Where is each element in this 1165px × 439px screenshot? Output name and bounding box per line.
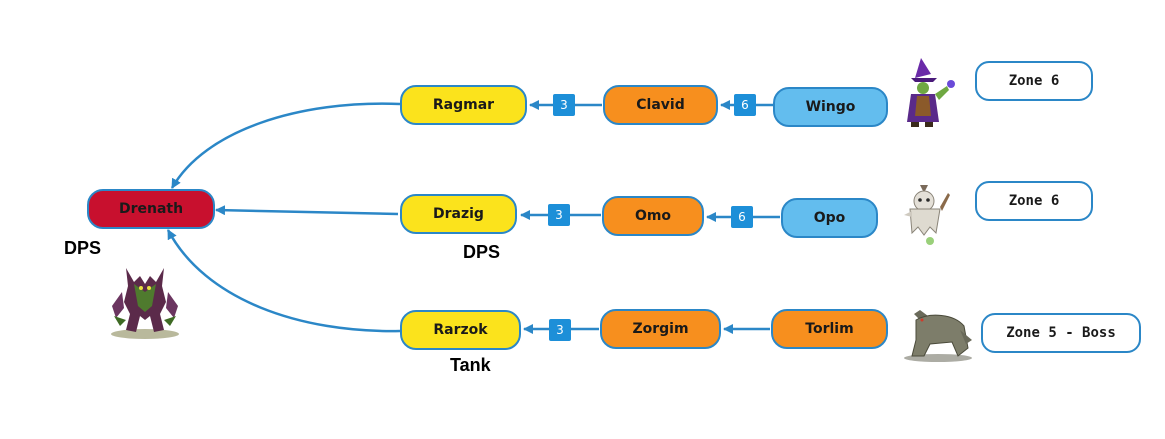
edge-count-badge: 3: [548, 204, 570, 226]
node-clavid[interactable]: Clavid: [603, 85, 718, 125]
node-wingo[interactable]: Wingo: [773, 87, 888, 127]
node-rarzok[interactable]: Rarzok: [400, 310, 521, 350]
node-torlim[interactable]: Torlim: [771, 309, 888, 349]
node-zorgim[interactable]: Zorgim: [600, 309, 721, 349]
wizard-sprite-icon: [907, 58, 955, 127]
zone-label-row3: Zone 5 - Boss: [981, 313, 1141, 353]
demon-sprite-icon: [111, 268, 179, 339]
role-label-drazig: DPS: [463, 242, 501, 262]
node-omo[interactable]: Omo: [602, 196, 704, 236]
arrow-rarzok-to-drenath: [166, 229, 401, 333]
node-ragmar[interactable]: Ragmar: [400, 85, 527, 125]
ghost-sprite-icon: [904, 185, 950, 245]
node-drazig[interactable]: Drazig: [400, 194, 517, 234]
edge-count-badge: 6: [731, 206, 753, 228]
zone-label-row1: Zone 6: [975, 61, 1093, 101]
edge-count-badge: 3: [553, 94, 575, 116]
node-drenath[interactable]: Drenath: [87, 189, 215, 229]
node-opo[interactable]: Opo: [781, 198, 878, 238]
edge-count-badge: 3: [549, 319, 571, 341]
role-label-rarzok: Tank: [450, 355, 491, 375]
beast-sprite-icon: [904, 310, 972, 362]
arrow-ragmar-to-drenath: [170, 102, 401, 189]
role-label-drenath: DPS: [64, 238, 102, 258]
arrow-drazig-to-drenath: [215, 205, 399, 216]
zone-label-row2: Zone 6: [975, 181, 1093, 221]
edge-count-badge: 6: [734, 94, 756, 116]
